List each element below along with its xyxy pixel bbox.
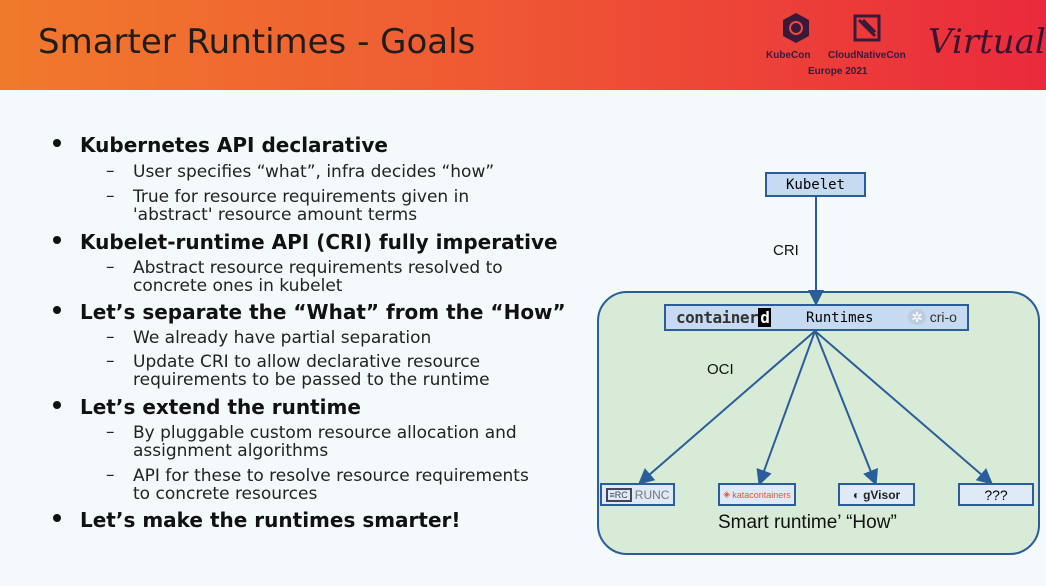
kubecon-label: KubeCon	[766, 50, 811, 61]
sub-bullet: We already have partial separation	[133, 328, 432, 348]
kubelet-box: Kubelet	[765, 172, 866, 197]
oci-arrow-runc	[637, 330, 816, 485]
sub-bullet: By pluggable custom resource allocation …	[133, 423, 517, 443]
bullet: Let’s separate the “What” from the “How”	[80, 300, 566, 324]
bullet-dot	[53, 236, 61, 244]
dash: –	[106, 257, 115, 277]
sub-bullet: concrete ones in kubelet	[133, 276, 343, 296]
crio-logo: ✲ cri-o	[908, 309, 957, 326]
bullet-dot	[53, 514, 61, 522]
bullet: Kubelet-runtime API (CRI) fully imperati…	[80, 230, 558, 254]
sub-bullet: API for these to resolve resource requir…	[133, 466, 529, 486]
gvisor-box: ◐gVisor	[838, 483, 915, 506]
oci-arrow-kata	[756, 330, 816, 486]
sub-bullet: Abstract resource requirements resolved …	[133, 258, 503, 278]
sub-bullet: Update CRI to allow declarative resource	[133, 352, 481, 372]
kubecon-logo-icon	[783, 13, 809, 43]
runtimes-label: Runtimes	[806, 309, 874, 326]
dash: –	[106, 327, 115, 347]
diagram-caption: Smart runtime’ “How”	[718, 512, 897, 533]
bullet: Let’s extend the runtime	[80, 395, 361, 419]
cloudnativecon-logo-icon	[853, 14, 881, 42]
sub-bullet: to concrete resources	[133, 484, 318, 504]
kata-box: ◈katacontainers	[718, 483, 796, 506]
gvisor-icon: ◐	[852, 487, 861, 502]
runc-icon: ≡RC	[605, 487, 632, 502]
bullet: Let’s make the runtimes smarter!	[80, 508, 461, 532]
oci-arrow-unknown	[814, 330, 994, 485]
cloudnativecon-label: CloudNativeCon	[828, 50, 906, 61]
crio-icon: ✲	[908, 309, 926, 325]
sub-bullet: requirements to be passed to the runtime	[133, 370, 490, 390]
dash: –	[106, 351, 115, 371]
virtual-logo: Virtual	[928, 22, 1046, 62]
sub-bullet: User specifies “what”, infra decides “ho…	[133, 162, 495, 182]
sub-bullet: 'abstract' resource amount terms	[133, 205, 418, 225]
bullet-dot	[53, 139, 61, 147]
event-label: Europe 2021	[808, 66, 868, 77]
bullet-dot	[53, 401, 61, 409]
sub-bullet: assignment algorithms	[133, 441, 329, 461]
oci-arrow-gvisor	[814, 330, 879, 486]
bullet-dot	[53, 306, 61, 314]
dash: –	[106, 422, 115, 442]
bullet: Kubernetes API declarative	[80, 133, 388, 157]
slide-header: Smarter Runtimes - Goals KubeCon CloudNa…	[0, 0, 1046, 90]
slide-title: Smarter Runtimes - Goals	[38, 22, 476, 62]
cri-label: CRI	[773, 242, 799, 259]
oci-label: OCI	[707, 361, 734, 378]
sub-bullet: True for resource requirements given in	[133, 187, 470, 207]
unknown-runtime-box: ???	[958, 483, 1034, 506]
dash: –	[106, 186, 115, 206]
dash: –	[106, 465, 115, 485]
dash: –	[106, 161, 115, 181]
kata-icon: ◈	[723, 489, 731, 499]
